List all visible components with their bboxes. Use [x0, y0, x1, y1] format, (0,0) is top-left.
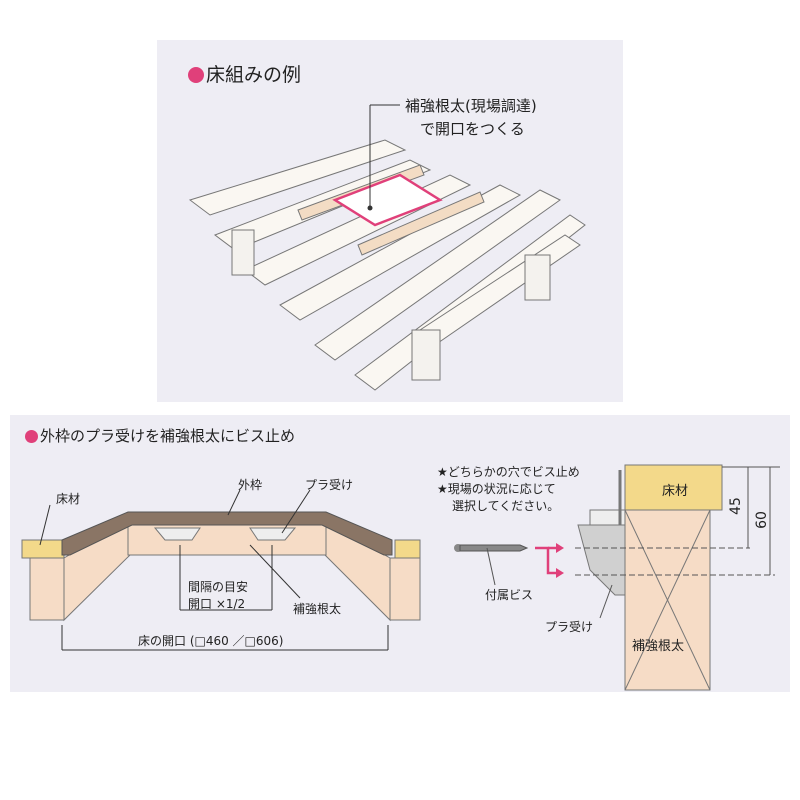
- label-spacing-1: 間隔の目安: [188, 580, 249, 594]
- callout-line1: 補強根太(現場調達): [405, 97, 537, 115]
- bullet-icon: [188, 67, 204, 83]
- label-floor-material-right: 床材: [662, 484, 689, 499]
- outer-frame-shape: [61, 511, 393, 556]
- label-floor-material: 床材: [56, 492, 81, 506]
- label-outer-frame: 外枠: [238, 478, 263, 492]
- note-3: 選択してください。: [452, 499, 560, 513]
- posts: [231, 229, 551, 381]
- dimension-60: 60: [753, 511, 770, 529]
- dimension-45: 45: [727, 497, 744, 515]
- label-spacing-2: 開口 ×1/2: [188, 597, 246, 611]
- floor-material-section: [624, 464, 723, 511]
- screw-icon: [454, 544, 529, 552]
- bottom-heading: 外枠のプラ受けを補強根太にビス止め: [25, 425, 295, 446]
- callout-line2: で開口をつくる: [420, 120, 525, 138]
- label-reinforcing-joist-right: 補強根太: [632, 639, 685, 654]
- plastic-holder-shape: [577, 524, 626, 596]
- opening-highlight: [332, 173, 443, 227]
- top-heading: 床組みの例: [188, 60, 301, 87]
- label-floor-opening: 床の開口 (□460 ／□606): [138, 634, 284, 648]
- bullet-icon: [25, 430, 38, 443]
- label-plastic-holder: プラ受け: [305, 478, 354, 492]
- note-1: ★どちらかの穴でビス止め: [437, 465, 580, 479]
- label-plastic-holder-right: プラ受け: [545, 620, 594, 634]
- label-screw: 付属ビス: [485, 588, 534, 602]
- label-reinforcing-joist: 補強根太: [293, 602, 342, 616]
- note-2: ★現場の状況に応じて: [437, 482, 556, 496]
